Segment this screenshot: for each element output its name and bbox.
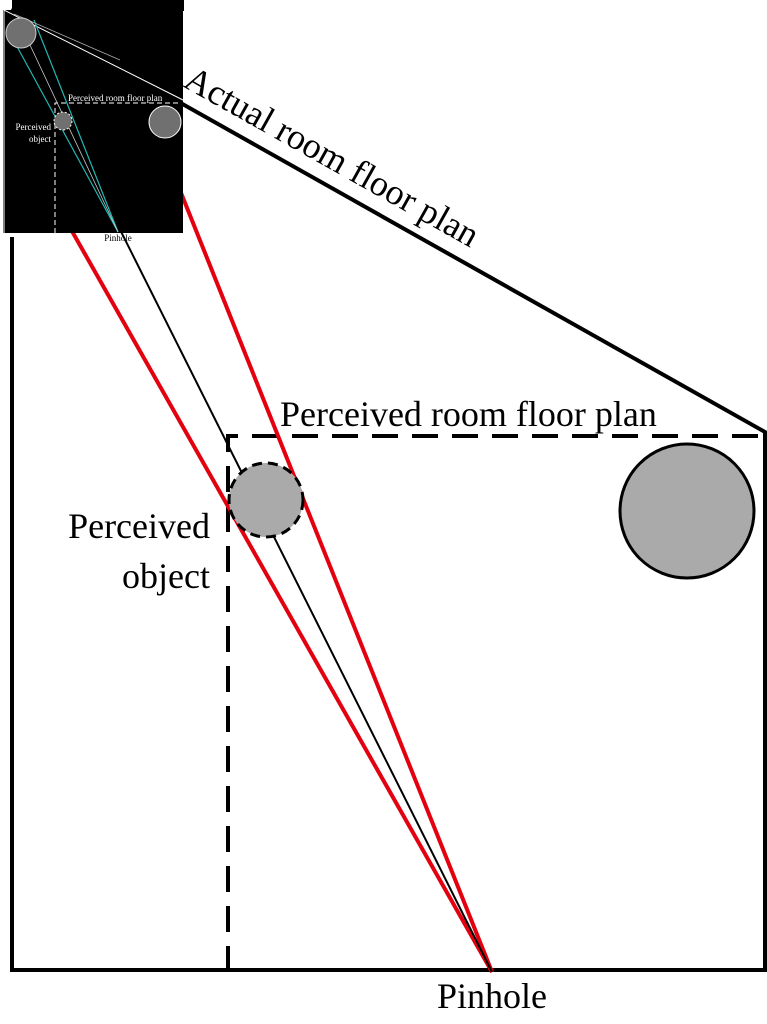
inset-perceived-room-outline — [54, 102, 181, 233]
inset-perceived-object-label-line2: object — [29, 134, 51, 144]
perceived-object-label-line2: object — [122, 556, 210, 596]
perceived-room-outline — [226, 434, 765, 972]
inset-room-outline — [3, 9, 184, 233]
inset-perceived-object — [53, 111, 73, 131]
inset-source-object — [5, 17, 37, 49]
inset-top-strip — [12, 0, 184, 11]
inset-pinhole-label: Pinhole — [104, 233, 132, 243]
actual-room-outline — [10, 6, 767, 972]
ray-red-left — [58, 209, 494, 973]
inset-perceived-object-label-line1: Perceived — [16, 122, 52, 132]
ray-red-right — [126, 59, 494, 973]
pinhole-label: Pinhole — [437, 976, 547, 1016]
perceived-room-label: Perceived room floor plan — [280, 394, 657, 434]
inset-actual-object — [148, 105, 182, 139]
inset-ray-left — [7, 29, 119, 233]
perceived-object-label-line1: Perceived — [68, 506, 210, 546]
inset-ray-right — [33, 19, 119, 233]
inset-ray-diagonal — [13, 13, 121, 61]
inset-perceived-room-label: Perceived room floor plan — [68, 93, 163, 103]
perceived-object — [227, 461, 305, 539]
inset-ray-center — [21, 27, 119, 233]
actual-object — [618, 442, 756, 580]
inset-thumbnail: Perceived room floor plan Perceived obje… — [3, 0, 184, 243]
actual-room-label: Actual room floor plan — [178, 58, 486, 255]
